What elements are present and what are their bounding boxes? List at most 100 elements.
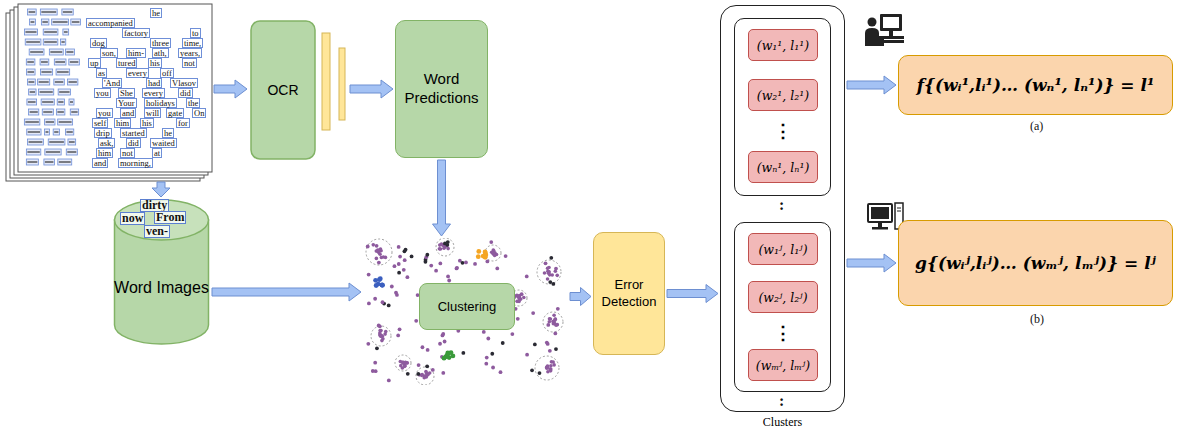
- word-box: [40, 59, 49, 65]
- human-at-computer-icon: [865, 14, 904, 46]
- clustering-label-box: Clustering: [419, 283, 515, 330]
- node-label: (w₂ʲ, l₂ʲ): [758, 290, 807, 305]
- node-label: f{(wᵢ¹,lᵢ¹)… (wₙ¹, lₙ¹)} = l¹: [917, 75, 1155, 95]
- document-word: Your: [116, 98, 137, 108]
- word-box: [39, 89, 54, 95]
- word-box: [65, 49, 74, 55]
- node-label: (w₁ʲ, l₁ʲ): [758, 242, 807, 257]
- document-word: gate: [166, 108, 184, 118]
- word-box: [44, 159, 55, 165]
- word-box: [67, 79, 77, 85]
- document-word: She: [118, 88, 135, 98]
- word-box: [29, 89, 36, 95]
- document-word: up: [88, 58, 101, 68]
- document-word: On: [192, 108, 206, 118]
- document-word: will: [144, 108, 161, 118]
- word-box: [58, 159, 72, 165]
- flow-arrow: [152, 182, 170, 197]
- word-box: [27, 99, 37, 105]
- word-box: [43, 29, 58, 35]
- document-word: every: [142, 88, 165, 98]
- word-box: [26, 69, 35, 75]
- document-word: self: [92, 118, 108, 128]
- word-box: [69, 59, 80, 65]
- clustering-plot: Clustering: [363, 238, 568, 385]
- word-box: [26, 149, 40, 155]
- word-box: [41, 99, 54, 105]
- document-word: the: [186, 98, 200, 108]
- word-box: [42, 109, 53, 115]
- document-word: as: [96, 68, 107, 78]
- document-word: ask,: [98, 138, 115, 148]
- word-box: [63, 29, 69, 35]
- node-label: Word Images: [114, 278, 209, 297]
- document-word: Vlasov: [170, 78, 198, 88]
- document-word: him: [96, 148, 113, 158]
- word-box: [29, 109, 39, 115]
- word-box: [29, 19, 35, 25]
- document-stack: [6, 4, 212, 181]
- word-image: now: [120, 212, 145, 225]
- document-word: and: [120, 108, 136, 118]
- document-word: not: [182, 58, 197, 68]
- flow-arrow: [570, 288, 591, 306]
- word-box: [40, 9, 57, 15]
- document-word: him: [114, 118, 131, 128]
- node-label: g{(wᵢʲ,lᵢʲ)… (wₘʲ, lₘʲ)} = lʲ: [915, 253, 1156, 273]
- document-word: he: [150, 8, 162, 18]
- feature-bar: [339, 48, 345, 120]
- process-box: Error Detection: [593, 232, 665, 355]
- flow-arrow: [847, 254, 896, 272]
- document-word: every: [126, 68, 149, 78]
- node-label: (w₂¹, l₂¹): [757, 88, 809, 103]
- node-label: Word Predictions: [400, 70, 483, 108]
- label-function-box: f{(wᵢ¹,lᵢ¹)… (wₙ¹, lₙ¹)} = l¹: [898, 55, 1173, 115]
- word-box: [70, 109, 78, 115]
- container-title: Clusters: [763, 415, 802, 430]
- word-box: [44, 129, 49, 135]
- process-box: Word Predictions: [395, 20, 488, 158]
- word-box: [60, 39, 65, 45]
- word-box: [24, 29, 37, 35]
- document-word: his: [148, 58, 162, 68]
- document-word: you: [96, 108, 113, 118]
- node-label: OCR: [267, 82, 298, 98]
- word-box: [28, 9, 37, 15]
- document-word: 'And: [102, 78, 122, 88]
- word-box: [45, 149, 61, 155]
- word-label-pair: (w₂ʲ, l₂ʲ): [748, 281, 818, 313]
- ellipsis: ⋮: [774, 120, 792, 141]
- flow-arrow: [212, 283, 361, 301]
- word-box: [26, 159, 38, 165]
- document-word: ath,: [152, 48, 169, 58]
- word-box: [66, 149, 77, 155]
- word-box: [62, 9, 73, 15]
- cluster-group: ⋮(w₁¹, l₁¹)(w₂¹, l₂¹)(wₙ¹, lₙ¹): [734, 18, 831, 196]
- document-word: drip: [94, 128, 112, 138]
- word-box: [25, 39, 41, 45]
- word-box: [52, 19, 69, 25]
- word-box: [58, 119, 73, 125]
- document-word: for: [176, 118, 190, 128]
- word-box: [27, 79, 35, 85]
- ocr-block: OCR: [250, 20, 348, 160]
- ellipsis: ⋮: [774, 322, 792, 343]
- label-function-box: g{(wᵢʲ,lᵢʲ)… (wₘʲ, lₘʲ)} = lʲ: [898, 220, 1173, 306]
- document-word: years,: [178, 48, 202, 58]
- word-box: [27, 129, 41, 135]
- word-label-pair: (w₁ʲ, l₁ʲ): [748, 233, 818, 265]
- flow-arrow: [214, 80, 247, 98]
- document-word: to: [190, 28, 201, 38]
- flow-arrow: [847, 76, 896, 94]
- document-word: his: [140, 118, 154, 128]
- word-box: [65, 129, 73, 135]
- document-word: tured: [116, 58, 137, 68]
- node-label: (w₁¹, l₁¹): [757, 38, 809, 53]
- word-label-pair: (w₂¹, l₂¹): [748, 79, 818, 111]
- word-box: [68, 139, 76, 145]
- word-box-texture: [24, 9, 80, 165]
- document-word: time,: [182, 38, 203, 48]
- word-box: [28, 139, 44, 145]
- word-box: [49, 49, 63, 55]
- document-word: he: [162, 128, 174, 138]
